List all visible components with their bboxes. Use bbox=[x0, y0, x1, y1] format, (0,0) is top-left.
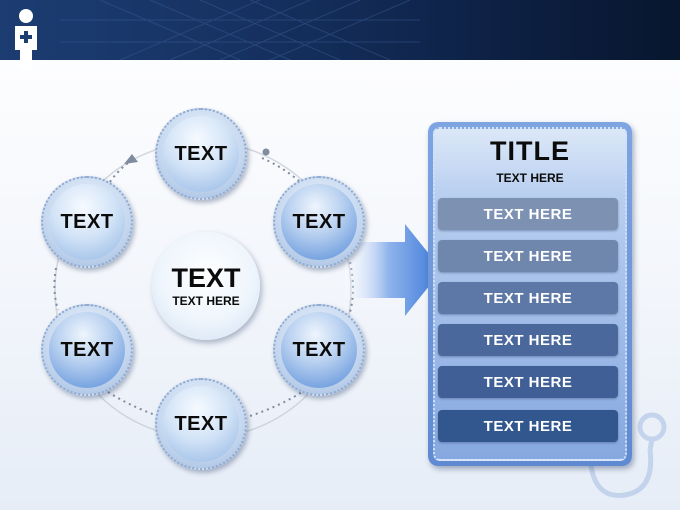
banner-grid-pattern bbox=[60, 0, 420, 60]
panel-item: TEXT HERE bbox=[438, 282, 618, 314]
center-node-subtitle: TEXT HERE bbox=[172, 293, 240, 308]
panel-item: TEXT HERE bbox=[438, 198, 618, 230]
title-panel: TITLE TEXT HERE TEXT HERE TEXT HERE TEXT… bbox=[428, 122, 632, 466]
panel-item: TEXT HERE bbox=[438, 410, 618, 442]
panel-item: TEXT HERE bbox=[438, 324, 618, 356]
stethoscope-icon bbox=[587, 412, 667, 498]
cycle-node-lower-left: TEXT bbox=[41, 304, 133, 396]
medical-person-icon bbox=[15, 9, 37, 70]
cycle-node-bottom: TEXT bbox=[155, 378, 247, 470]
cycle-node-top: TEXT bbox=[155, 108, 247, 200]
cycle-node-label: TEXT bbox=[174, 142, 228, 165]
panel-subtitle: TEXT HERE bbox=[496, 171, 564, 185]
panel-item: TEXT HERE bbox=[438, 240, 618, 272]
cycle-node-label: TEXT bbox=[60, 210, 114, 233]
center-node: TEXT TEXT HERE bbox=[152, 232, 260, 340]
cycle-node-lower-right: TEXT bbox=[273, 304, 365, 396]
panel-item: TEXT HERE bbox=[438, 366, 618, 398]
cycle-node-label: TEXT bbox=[60, 338, 114, 361]
cycle-node-upper-left: TEXT bbox=[41, 176, 133, 268]
cycle-node-label: TEXT bbox=[174, 412, 228, 435]
panel-title: TITLE bbox=[490, 136, 570, 166]
center-node-title: TEXT bbox=[171, 262, 241, 293]
cycle-node-label: TEXT bbox=[292, 338, 346, 361]
cycle-node-upper-right: TEXT bbox=[273, 176, 365, 268]
header-banner bbox=[0, 0, 680, 60]
cycle-node-label: TEXT bbox=[292, 210, 346, 233]
